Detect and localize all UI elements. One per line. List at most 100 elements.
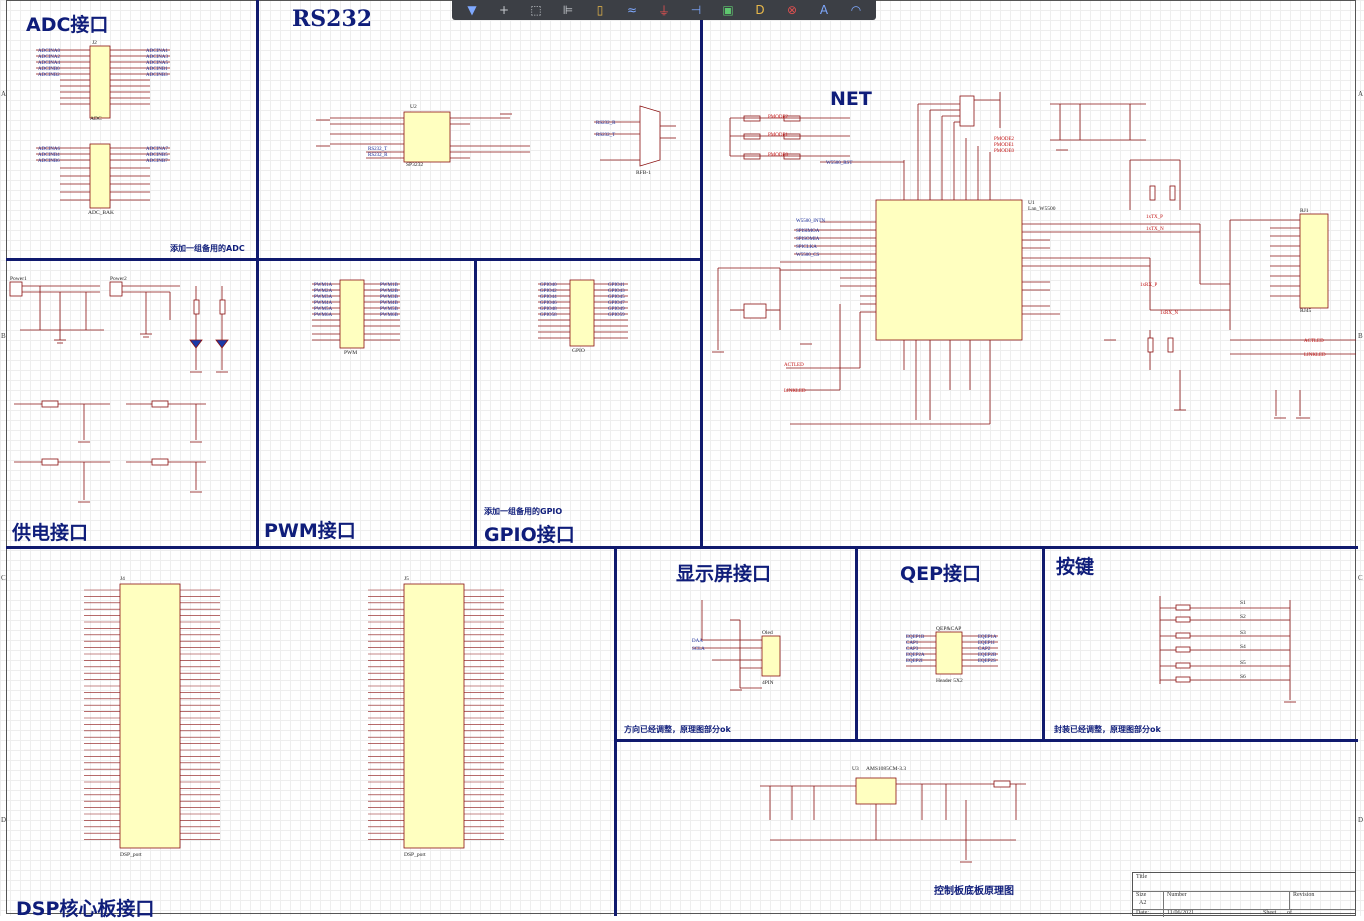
svg-text:ADCINB2: ADCINB2 xyxy=(38,73,60,78)
section-title-rs232: RS232 xyxy=(292,6,373,32)
svg-text:GPIO48: GPIO48 xyxy=(540,307,557,312)
wire-icon[interactable]: ≈ xyxy=(626,3,638,17)
svg-text:GPIO49: GPIO49 xyxy=(608,307,625,312)
svg-text:PWM3B: PWM3B xyxy=(380,295,398,300)
svg-text:EQEP1A: EQEP1A xyxy=(978,635,997,640)
svg-text:EQEP1B: EQEP1B xyxy=(906,635,925,640)
svg-text:EQEP2A: EQEP2A xyxy=(906,653,925,658)
date-value: 11/06/2021 xyxy=(1167,910,1195,916)
svg-text:DAA: DAA xyxy=(692,639,703,644)
j4-connector-body xyxy=(119,583,181,849)
date-label: Date: xyxy=(1136,910,1149,916)
zone-mark-b-right: B xyxy=(1358,332,1363,340)
svg-text:GPIO44: GPIO44 xyxy=(540,295,557,300)
svg-text:LINKLED: LINKLED xyxy=(1304,353,1326,358)
plus-icon[interactable]: + xyxy=(498,3,510,17)
svg-text:ADCINB0: ADCINB0 xyxy=(38,67,60,72)
svg-text:S3: S3 xyxy=(1240,630,1246,636)
zone-mark-a-right: A xyxy=(1358,90,1364,98)
svg-text:ADCINA4: ADCINA4 xyxy=(38,61,60,66)
svg-text:S5: S5 xyxy=(1240,660,1246,666)
section-title-net: NET xyxy=(830,88,872,110)
svg-text:ADCINB7: ADCINB7 xyxy=(146,159,168,164)
divider-v-adc-rs232 xyxy=(256,0,259,548)
divider-v-display-qep xyxy=(855,546,858,740)
svg-text:PWM5A: PWM5A xyxy=(314,307,332,312)
svg-text:4PIN: 4PIN xyxy=(762,680,774,686)
ground-icon[interactable]: ⏚ xyxy=(657,3,670,18)
svg-text:CAP3: CAP3 xyxy=(906,647,919,652)
svg-text:PWM: PWM xyxy=(344,350,357,356)
svg-text:ADC_BAK: ADC_BAK xyxy=(88,210,114,216)
svg-text:PMODE1: PMODE1 xyxy=(994,143,1015,148)
section-title-gpio: GPIO接口 xyxy=(484,524,575,546)
svg-text:ADCINA0: ADCINA0 xyxy=(38,49,60,54)
align-icon[interactable]: ⊫ xyxy=(562,3,574,17)
sp3232-body xyxy=(403,111,451,163)
svg-text:GPIO41: GPIO41 xyxy=(608,283,625,288)
svg-text:GPIO: GPIO xyxy=(572,348,585,354)
divider-h-top xyxy=(6,258,702,261)
text-icon[interactable]: A xyxy=(819,3,829,17)
section-title-qep: QEP接口 xyxy=(900,563,982,585)
svg-text:ADCINA2: ADCINA2 xyxy=(38,55,60,60)
svg-text:1xTX_P: 1xTX_P xyxy=(1146,215,1163,220)
svg-text:1xTX_N: 1xTX_N xyxy=(1146,227,1164,232)
component-icon[interactable]: ▯ xyxy=(596,3,604,17)
svg-text:S4: S4 xyxy=(1240,644,1246,650)
filter-icon[interactable]: ▼ xyxy=(467,3,477,17)
svg-text:S2: S2 xyxy=(1240,614,1246,620)
no-erc-icon[interactable]: ⊗ xyxy=(786,3,798,17)
adc-bak-header-body xyxy=(89,143,111,209)
svg-text:J4: J4 xyxy=(120,576,125,582)
section-title-power: 供电接口 xyxy=(12,522,89,544)
select-rect-icon[interactable]: ⬚ xyxy=(530,3,542,17)
gpio-header-body xyxy=(569,279,595,347)
svg-text:U3: U3 xyxy=(852,766,859,772)
svg-text:EQEP1I: EQEP1I xyxy=(978,641,995,646)
sheet-of: of xyxy=(1287,910,1292,916)
power2-connector xyxy=(109,281,123,297)
svg-text:U1: U1 xyxy=(1028,200,1035,206)
svg-text:PWM3A: PWM3A xyxy=(314,295,332,300)
divider-h-middle xyxy=(6,546,1358,549)
svg-text:SCLA: SCLA xyxy=(692,647,705,652)
arc-icon[interactable]: ◠ xyxy=(850,3,862,17)
w5500-body xyxy=(875,199,1023,341)
zone-mark-b: B xyxy=(1,332,6,340)
svg-text:PWM4B: PWM4B xyxy=(380,301,398,306)
svg-text:PWM1B: PWM1B xyxy=(380,283,398,288)
note-adc-spare: 添加一组备用的ADC xyxy=(170,244,245,253)
svg-text:PWM5B: PWM5B xyxy=(380,307,398,312)
number-label: Number xyxy=(1167,892,1187,898)
zone-mark-c-right: C xyxy=(1358,574,1363,582)
svg-text:PMODE2: PMODE2 xyxy=(768,115,789,120)
svg-text:RFB-1: RFB-1 xyxy=(636,170,651,176)
svg-text:RS232_T: RS232_T xyxy=(596,133,615,138)
svg-text:W5500_CS: W5500_CS xyxy=(796,253,820,258)
svg-text:W5500_INTN: W5500_INTN xyxy=(796,219,826,224)
zone-mark-d: D xyxy=(1,816,7,824)
svg-text:ADC: ADC xyxy=(90,116,102,122)
zone-mark-c: C xyxy=(1,574,6,582)
sheet-icon[interactable]: ▣ xyxy=(722,3,734,17)
db9-connector-body xyxy=(639,105,661,167)
svg-text:RJ1: RJ1 xyxy=(1300,208,1309,214)
svg-text:CAP1: CAP1 xyxy=(906,641,919,646)
size-value: A2 xyxy=(1139,900,1147,906)
divider-v-rs232-net xyxy=(700,0,703,548)
svg-text:PMODE0: PMODE0 xyxy=(994,149,1015,154)
port-icon[interactable]: D xyxy=(755,3,765,17)
power1-connector xyxy=(9,281,23,297)
section-title-adc: ADC接口 xyxy=(26,14,109,36)
section-title-dsp: DSP核心板接口 xyxy=(16,898,155,920)
svg-text:RJ45: RJ45 xyxy=(1300,308,1312,314)
bus-icon[interactable]: ⊣ xyxy=(690,3,702,17)
zone-mark-a: A xyxy=(1,90,7,98)
svg-text:PWM2B: PWM2B xyxy=(380,289,398,294)
svg-text:ADCINB5: ADCINB5 xyxy=(146,153,168,158)
svg-text:EQEP2S: EQEP2S xyxy=(978,659,996,664)
svg-text:SP3232: SP3232 xyxy=(406,162,423,168)
svg-text:GPIO59: GPIO59 xyxy=(608,313,625,318)
